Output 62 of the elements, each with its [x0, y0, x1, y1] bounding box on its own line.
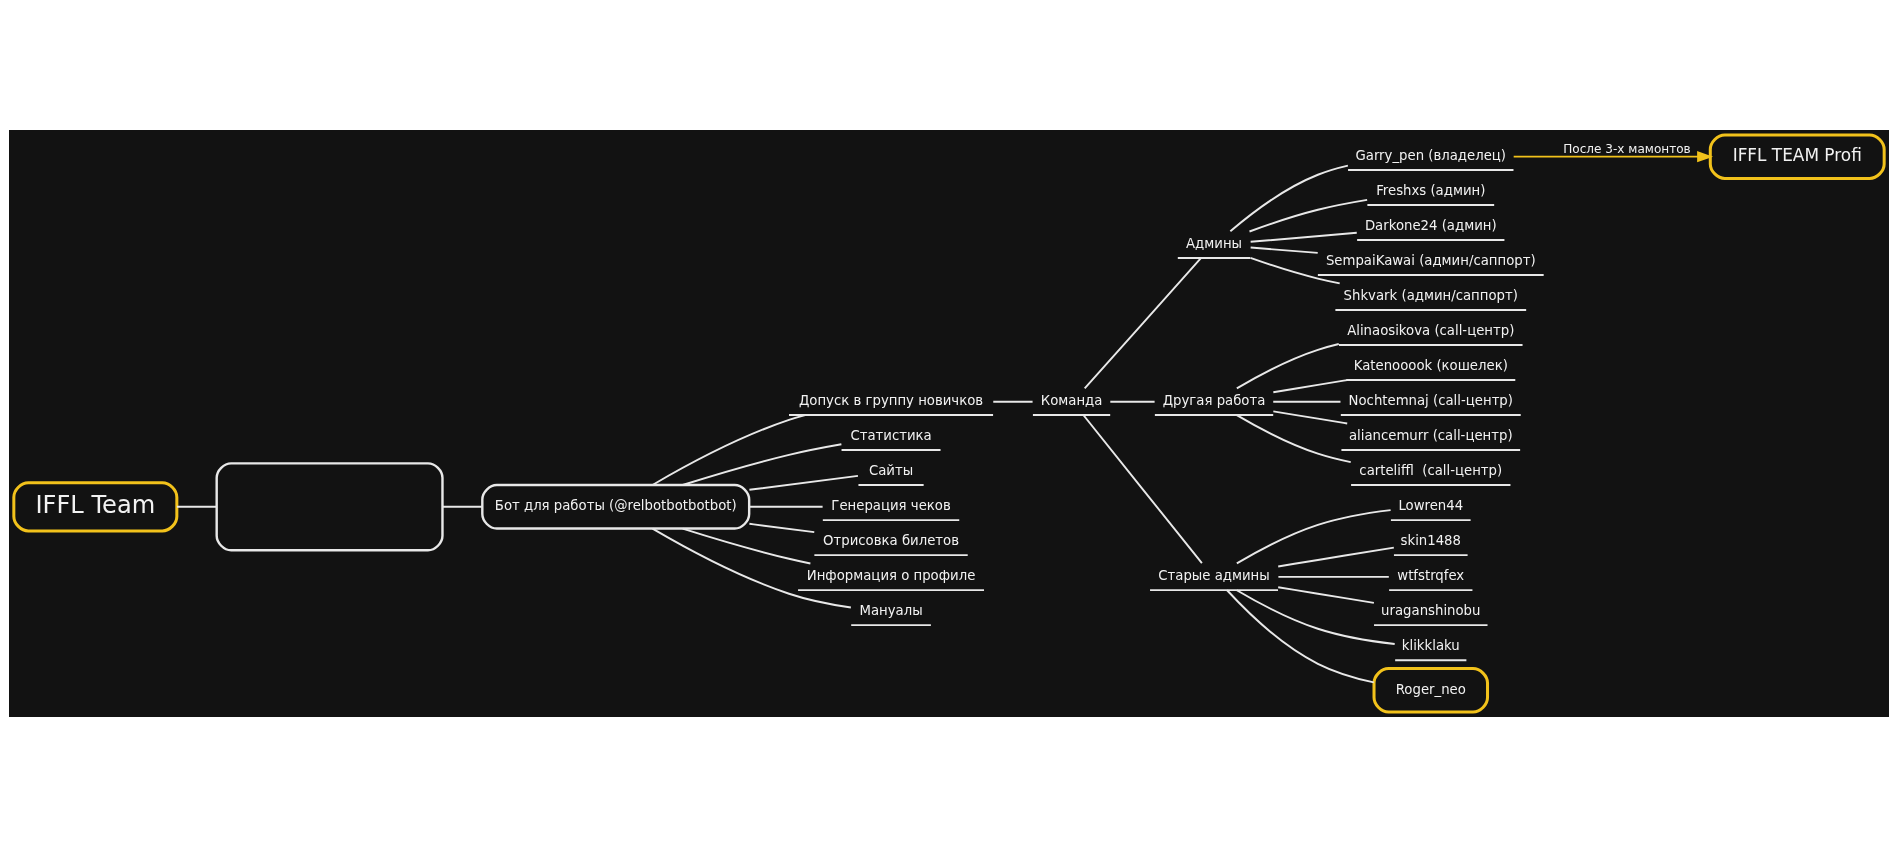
arrow: [1512, 151, 1713, 163]
node-text: Garry_pen (владелец): [1354, 148, 1506, 164]
connector: [1228, 164, 1349, 233]
connector: [1249, 256, 1341, 285]
node-text: wtfstrqfex: [1396, 568, 1464, 584]
node-text: Статистика: [849, 428, 932, 444]
connector: [1249, 246, 1319, 254]
connector: [1248, 198, 1368, 233]
node-text: Админы: [1185, 236, 1242, 252]
node-text: Nochtemnaj (call-центр): [1348, 393, 1513, 409]
connector: [1108, 400, 1156, 403]
connector: [1276, 546, 1395, 568]
node-text: Lowren44: [1397, 498, 1463, 514]
node-text: Darkone24 (админ): [1364, 218, 1497, 234]
connector: [651, 414, 806, 486]
connector: [1082, 414, 1203, 565]
node-text: Shkvark (админ/саппорт): [1343, 288, 1518, 304]
node-text: SempaiKawai (админ/саппорт): [1325, 253, 1536, 269]
connector: [651, 527, 852, 609]
connector: [1235, 509, 1392, 565]
node-text: Alinaosikova (call-центр): [1346, 323, 1514, 339]
node-text: skin1488: [1400, 533, 1461, 549]
connector: [441, 505, 483, 508]
connector: [1276, 575, 1390, 578]
node-box: IFFL Team: [11, 481, 178, 533]
connector: [681, 527, 811, 565]
connector: [1271, 379, 1348, 394]
connector: [1271, 400, 1341, 403]
connector: [1249, 231, 1358, 243]
connector: [747, 522, 815, 534]
node-text: Генерация чеков: [830, 498, 951, 514]
node-text: Команда: [1040, 393, 1102, 409]
connector: [681, 443, 842, 486]
node-text: Другая работа: [1162, 393, 1265, 409]
node-text: Информация о профиле: [806, 568, 975, 584]
connector: [1235, 589, 1396, 645]
node-box: Roger_neo: [1372, 667, 1489, 714]
connector: [175, 505, 218, 508]
connector: [747, 474, 859, 491]
connector: [1235, 414, 1352, 464]
node-text: Katenooook (кошелек): [1353, 358, 1508, 374]
edge-label: После 3-х мамонтов: [1562, 142, 1691, 157]
node-text: carteliffl (call-центр): [1358, 463, 1502, 479]
node-text: Freshxs (админ): [1375, 183, 1485, 199]
connector: [991, 400, 1034, 403]
node-box: Бот для работы (@relbotbotbotbot): [480, 483, 750, 530]
node-text: uraganshinobu: [1380, 603, 1480, 619]
node-text: Допуск в группу новичков: [798, 393, 983, 409]
connector: [1235, 343, 1340, 390]
node-text: Старые админы: [1157, 568, 1270, 584]
connector: [1083, 257, 1202, 390]
connector: [1271, 410, 1348, 425]
node-text: Отрисовка билетов: [822, 533, 959, 549]
node-box: [214, 462, 444, 552]
node-text: klikklaku: [1401, 638, 1460, 654]
node-box: IFFL TEAM Profi: [1708, 133, 1886, 180]
connector: [1225, 589, 1375, 684]
node-text: aliancemurr (call-центр): [1348, 428, 1513, 444]
node-text: Мануалы: [858, 603, 923, 619]
connector: [747, 505, 824, 508]
node-text: Сайты: [868, 463, 913, 479]
connector: [1276, 586, 1375, 604]
